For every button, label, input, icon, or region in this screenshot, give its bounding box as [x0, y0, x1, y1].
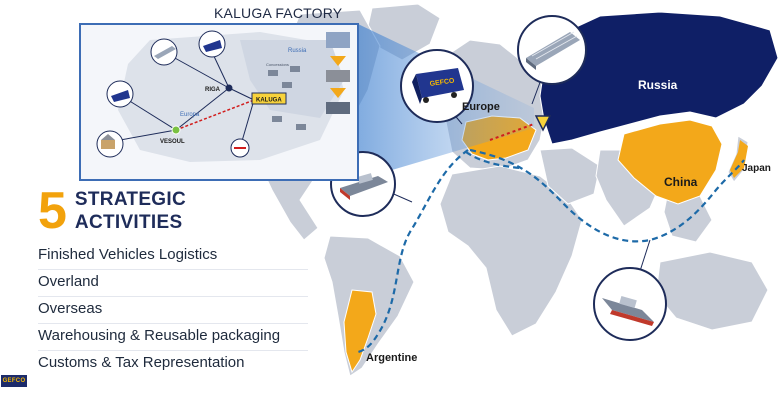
kaluga-marker-icon — [534, 115, 552, 132]
train-icon — [526, 31, 580, 70]
inset-rail-line — [175, 99, 255, 131]
truck-icon: GEFCO — [412, 68, 464, 104]
train-circle — [517, 15, 587, 85]
inset-label-russia: Russia — [288, 48, 307, 54]
japan-region — [730, 140, 748, 178]
rail-route — [489, 123, 535, 141]
shipping-routes — [357, 148, 745, 354]
label-europe: Europe — [462, 101, 500, 113]
inset-warehouse-icon — [96, 130, 124, 158]
australia — [655, 251, 769, 331]
vesoul-node — [171, 125, 181, 135]
headline-number: 5 — [38, 182, 67, 240]
inset-label-kaluga: KALUGA — [256, 98, 282, 104]
inset-rail-stop-icon — [230, 138, 250, 158]
route-med — [465, 151, 521, 170]
label-russia: Russia — [638, 78, 678, 92]
argentine-region — [343, 289, 377, 374]
inset-train-icon — [150, 38, 178, 66]
headline: 5 STRATEGIC ACTIVITIES — [38, 182, 186, 240]
activity-item: Overland — [38, 270, 308, 297]
kaluga-node — [251, 92, 287, 105]
activity-item: Finished Vehicles Logistics — [38, 243, 308, 270]
inset-truck-icon-2 — [106, 80, 134, 108]
activity-item: Overseas — [38, 297, 308, 324]
ship-circle-indian-ocean — [593, 267, 667, 341]
headline-line-2: ACTIVITIES — [74, 212, 183, 233]
gefco-logo: GEFCO — [1, 375, 27, 387]
kaluga-inset — [79, 23, 359, 181]
riga-node — [225, 84, 233, 92]
label-japan: Japan — [742, 163, 771, 174]
inset-label-vesoul: VESOUL — [160, 139, 185, 145]
activity-item: Warehousing & Reusable packaging — [38, 324, 308, 351]
headline-line-1: STRATEGIC — [74, 189, 186, 210]
route-europe-asia — [469, 148, 745, 243]
inset-label-europa: Europa — [180, 112, 200, 118]
activities-list: Finished Vehicles Logistics Overland Ove… — [38, 243, 308, 377]
china-region — [617, 119, 723, 205]
activity-item: Customs & Tax Representation — [38, 354, 245, 371]
inset-title: KALUGA FACTORY — [214, 5, 343, 21]
middle-east — [539, 147, 601, 205]
label-argentine: Argentine — [366, 352, 417, 364]
inset-label-riga: RIGA — [205, 87, 221, 93]
inset-label-concessions: Concessions — [266, 62, 289, 67]
label-china: China — [664, 175, 698, 189]
ship-icon — [340, 173, 388, 200]
headline-text: STRATEGIC ACTIVITIES — [75, 188, 186, 234]
inset-truck-icon — [198, 30, 226, 58]
route-europe-argentina — [357, 149, 469, 354]
factory-icon — [326, 32, 350, 114]
truck-circle: GEFCO — [400, 49, 474, 123]
ship-icon — [602, 295, 654, 326]
svg-text:GEFCO: GEFCO — [429, 78, 455, 88]
supplier-icons — [268, 66, 306, 130]
